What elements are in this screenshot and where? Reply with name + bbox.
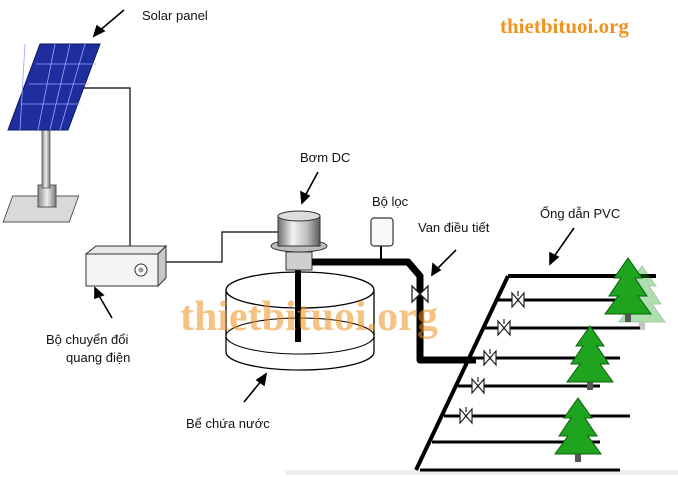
valve-icon xyxy=(411,284,429,304)
label-water-tank: Bể chứa nước xyxy=(186,416,270,431)
dc-pump-icon xyxy=(270,210,328,271)
label-inverter-line1: Bộ chuyển đổi xyxy=(46,332,129,347)
tree-icon xyxy=(554,257,666,463)
label-filter: Bộ lọc xyxy=(372,194,409,209)
pointer-arrows xyxy=(92,9,575,403)
label-pvc-pipe: Ống dẫn PVC xyxy=(540,206,620,221)
label-dc-pump: Bơm DC xyxy=(300,150,350,165)
solar-panel-icon xyxy=(2,43,101,223)
label-inverter-line2: quang điện xyxy=(66,350,130,365)
filter-icon xyxy=(370,217,394,247)
label-solar-panel: Solar panel xyxy=(142,8,208,23)
pump-wire xyxy=(160,231,280,263)
brand-watermark: thietbituoi.org xyxy=(180,294,438,340)
label-regulating-valve: Van điều tiết xyxy=(418,220,490,235)
ground-shadow xyxy=(285,470,678,475)
inverter-box-icon xyxy=(84,244,168,288)
panel-wire xyxy=(76,87,131,250)
main-pipe xyxy=(312,258,476,364)
brand-logo: thietbituoi.org xyxy=(500,14,629,38)
water-tank-icon xyxy=(225,270,375,371)
